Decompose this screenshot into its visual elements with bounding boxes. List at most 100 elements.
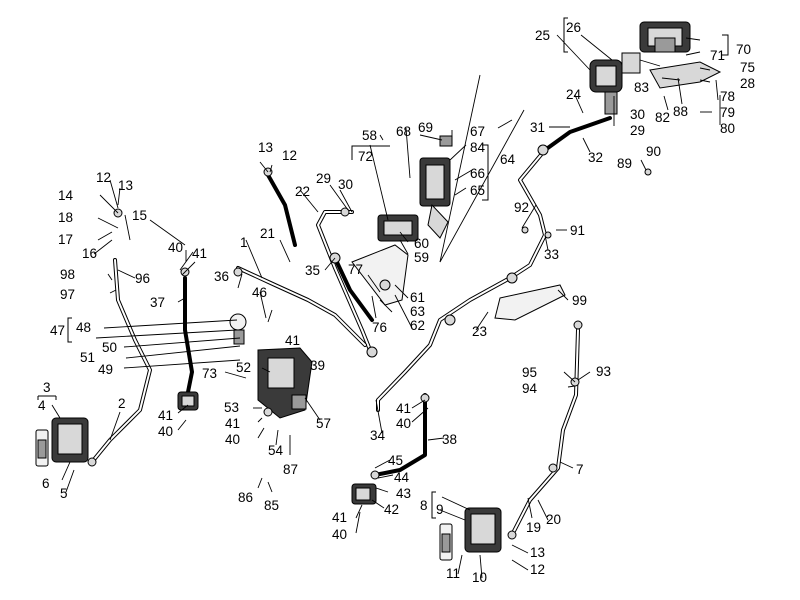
callout-12-left: 12: [96, 170, 111, 185]
callout-19: 19: [526, 520, 541, 535]
callout-62: 62: [410, 318, 425, 333]
callout-50: 50: [102, 340, 117, 355]
callout-70: 70: [736, 42, 751, 57]
callout-65: 65: [470, 183, 485, 198]
junction-block: [351, 483, 377, 505]
callout-12-top: 12: [282, 148, 297, 163]
callout-26: 26: [566, 20, 581, 35]
callout-5: 5: [60, 486, 68, 501]
callout-69: 69: [418, 120, 433, 135]
callout-49: 49: [98, 362, 113, 377]
callout-86: 86: [238, 490, 253, 505]
abs-modulator: [589, 21, 722, 115]
callout-61: 61: [410, 290, 425, 305]
callout-66: 66: [470, 166, 485, 181]
callout-38: 38: [442, 432, 457, 447]
callout-17: 17: [58, 232, 73, 247]
callout-85: 85: [264, 498, 279, 513]
callout-48: 48: [76, 320, 91, 335]
callout-36: 36: [214, 269, 229, 284]
callout-21: 21: [260, 226, 275, 241]
callout-71: 71: [710, 48, 725, 63]
callout-28: 28: [740, 76, 755, 91]
callout-10: 10: [472, 570, 487, 585]
callout-91: 91: [570, 223, 585, 238]
callout-30-right: 30: [630, 107, 645, 122]
callout-76: 76: [372, 320, 387, 335]
callout-63: 63: [410, 304, 425, 319]
callout-16: 16: [82, 246, 97, 261]
rear-right-caliper: [439, 507, 502, 561]
callout-94: 94: [522, 381, 538, 396]
callout-79: 79: [720, 105, 735, 120]
callout-20: 20: [546, 512, 561, 527]
callout-64: 64: [500, 152, 516, 167]
callout-40-mid: 40: [396, 416, 411, 431]
callout-45: 45: [388, 453, 403, 468]
callout-58: 58: [362, 128, 377, 143]
callout-51: 51: [80, 350, 95, 365]
leader-lines: [51, 34, 721, 579]
callout-6: 6: [42, 476, 50, 491]
callout-8: 8: [420, 498, 428, 513]
callout-41-center2: 41: [225, 416, 240, 431]
callout-35: 35: [305, 263, 320, 278]
callout-12-right: 12: [530, 562, 545, 577]
callout-93: 93: [596, 364, 611, 379]
callout-47: 47: [50, 323, 65, 338]
callout-29-top: 29: [316, 171, 331, 186]
callout-75: 75: [740, 60, 755, 75]
callout-31: 31: [530, 120, 545, 135]
callout-77: 77: [348, 262, 363, 277]
callout-2: 2: [118, 396, 126, 411]
callout-52: 52: [236, 360, 251, 375]
callout-40-center: 40: [225, 432, 240, 447]
callout-40-left: 40: [158, 424, 173, 439]
callout-11: 11: [446, 566, 460, 581]
callout-41-top: 41: [192, 246, 207, 261]
callout-9: 9: [436, 502, 444, 517]
callout-57: 57: [316, 416, 331, 431]
callout-90: 90: [646, 144, 661, 159]
front-left-caliper: [35, 417, 89, 467]
callout-68: 68: [396, 124, 411, 139]
junction-block-left: [177, 391, 199, 411]
pipe-bracket: [494, 284, 566, 321]
callout-13-left: 13: [118, 178, 133, 193]
callout-92: 92: [514, 200, 529, 215]
callout-98: 98: [60, 267, 75, 282]
callout-87: 87: [283, 462, 298, 477]
callout-80: 80: [720, 121, 735, 136]
callout-13-right: 13: [530, 545, 545, 560]
mounting-bracket: [351, 244, 409, 306]
callout-39: 39: [310, 358, 325, 373]
group-brackets: [37, 17, 729, 519]
callout-22: 22: [295, 184, 310, 199]
fittings: [87, 144, 652, 540]
callout-23: 23: [472, 324, 487, 339]
callout-13-top: 13: [258, 140, 273, 155]
callout-33: 33: [544, 247, 559, 262]
brake-pedal-assembly: [377, 135, 453, 242]
callout-7: 7: [576, 462, 584, 477]
callout-18: 18: [58, 210, 73, 225]
callout-30-top: 30: [338, 177, 353, 192]
callout-89: 89: [617, 156, 632, 171]
callout-41-mid: 41: [396, 401, 411, 416]
callout-14: 14: [58, 188, 74, 203]
callout-53: 53: [224, 400, 239, 415]
callout-82: 82: [655, 110, 670, 125]
callout-25: 25: [535, 28, 550, 43]
callout-1: 1: [240, 235, 248, 250]
callout-15: 15: [132, 208, 147, 223]
callout-54: 54: [268, 443, 284, 458]
callout-40-bottom: 40: [332, 527, 347, 542]
callout-3: 3: [43, 380, 51, 395]
callout-42: 42: [384, 502, 399, 517]
callout-60: 60: [414, 236, 429, 251]
master-cylinder: [229, 313, 313, 419]
callout-67: 67: [470, 124, 485, 139]
callout-46: 46: [252, 285, 267, 300]
callout-34: 34: [370, 428, 386, 443]
